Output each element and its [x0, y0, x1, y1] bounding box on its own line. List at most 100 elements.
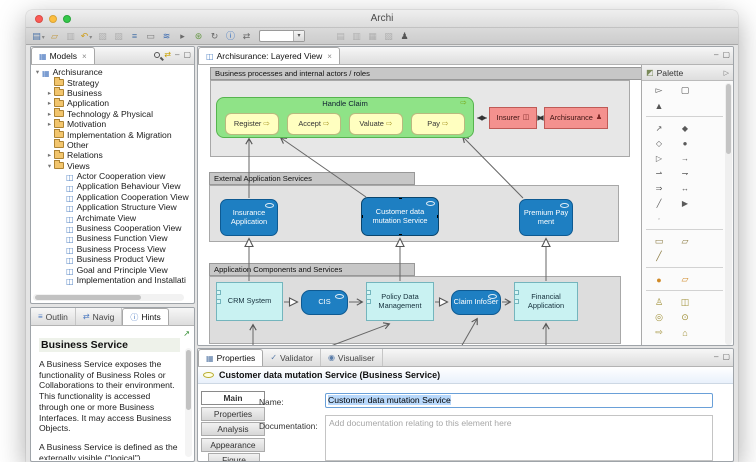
palette-divider-2[interactable]	[646, 229, 723, 234]
copy-button[interactable]: ▨	[114, 30, 123, 41]
tab-visualiser[interactable]: ◉ Visualiser	[321, 349, 383, 366]
select-mode-button[interactable]: ▸	[180, 30, 185, 41]
group-tool[interactable]: ▱	[681, 236, 689, 246]
align-button[interactable]: ▦	[368, 30, 377, 41]
business-interaction-tool[interactable]: ◑	[646, 340, 672, 346]
refresh-button[interactable]: ↻	[210, 30, 219, 41]
zoom-out-button[interactable]: ▥	[352, 30, 361, 41]
select-tool[interactable]: ▻	[655, 85, 663, 95]
node-premium-payment[interactable]: Premium Payment	[519, 199, 573, 236]
tree-item-business-cooperation-view[interactable]: Business Cooperation View	[33, 223, 194, 233]
connection-tool[interactable]: ╱	[656, 251, 662, 261]
business-event-tool[interactable]: ◖	[672, 340, 698, 346]
sync-editor-button[interactable]: ⇄	[242, 30, 251, 41]
documentation-input[interactable]	[325, 415, 713, 461]
node-pay[interactable]: Pay⇨	[411, 113, 465, 135]
tree-item-views[interactable]: Views	[33, 160, 194, 171]
aggregation-relation[interactable]: ◇	[655, 139, 663, 148]
chevron-down-icon[interactable]: ▾	[293, 31, 304, 41]
serving-relation[interactable]: →	[681, 154, 689, 163]
tree-item-application[interactable]: Application	[33, 97, 194, 108]
collapse-tree-button[interactable]: ≡	[131, 30, 138, 41]
business-interface-tool[interactable]: ⊙	[681, 312, 689, 322]
tree-item-application-cooperation-view[interactable]: Application Cooperation View	[33, 192, 194, 202]
expander-icon[interactable]	[45, 162, 54, 170]
tree-item-application-structure-view[interactable]: Application Structure View	[33, 202, 194, 212]
maximize-panel-icon[interactable]: ▢	[722, 352, 730, 361]
marquee-tool[interactable]: ▢	[680, 85, 690, 95]
info-button[interactable]: ⓘ	[225, 30, 235, 41]
node-valuate[interactable]: Valuate⇨	[349, 113, 403, 135]
name-input[interactable]: Customer data mutation Service	[325, 393, 713, 408]
flow-relation[interactable]: ↔	[681, 184, 689, 193]
node-policy-data-management[interactable]: Policy Data Management	[366, 282, 434, 321]
undo-button[interactable]: ↶	[80, 30, 93, 43]
subtab-analysis[interactable]: Analysis	[201, 422, 265, 436]
close-icon[interactable]: ×	[81, 51, 87, 61]
expander-icon[interactable]	[45, 99, 54, 107]
node-cis[interactable]: CIS	[301, 290, 348, 315]
grouping-tool[interactable]: ▱	[681, 274, 689, 284]
palette-divider-4[interactable]	[646, 290, 723, 295]
zoom-combo[interactable]: ▾	[259, 30, 305, 42]
assignment-relation[interactable]: ●	[682, 139, 688, 148]
maximize-panel-icon[interactable]: ▢	[183, 50, 191, 59]
access-relation[interactable]: ⇀	[655, 169, 663, 178]
node-insurance-application[interactable]: Insurance Application	[220, 199, 278, 236]
minimize-window-button[interactable]	[49, 15, 57, 23]
junction-or-tool[interactable]: ∙	[657, 214, 661, 223]
node-claim-infoservice[interactable]: Claim InfoSer	[451, 290, 501, 315]
tree-item-information-structure-view[interactable]: Information Structure View	[33, 285, 194, 287]
subtab-appearance[interactable]: Appearance	[201, 437, 265, 452]
junction-tool[interactable]: ●	[656, 274, 662, 285]
expander-icon[interactable]	[45, 120, 54, 128]
new-model-button[interactable]: ▤	[32, 30, 45, 43]
close-icon[interactable]: ×	[327, 51, 332, 61]
group-external-header[interactable]: External Application Services	[209, 172, 415, 185]
tab-models[interactable]: ▦ Models ×	[31, 47, 95, 64]
tree-item-technology[interactable]: Technology & Physical	[33, 108, 194, 119]
vertical-scrollbar[interactable]	[185, 348, 192, 457]
horizontal-scrollbar[interactable]	[33, 294, 184, 301]
palette-scrollbar[interactable]	[725, 83, 732, 345]
format-painter-tool[interactable]: ▲	[654, 100, 664, 111]
new-view-button[interactable]: ▭	[146, 30, 155, 41]
tree-item-business[interactable]: Business	[33, 87, 194, 98]
tree-item-business-process-view[interactable]: Business Process View	[33, 244, 194, 254]
tab-hints[interactable]: ⓘ Hints	[122, 308, 169, 325]
open-model-button[interactable]: ▱	[51, 30, 58, 41]
triggering-relation[interactable]: ⇒	[655, 184, 663, 193]
node-accept[interactable]: Accept⇨	[287, 113, 341, 135]
zoom-window-button[interactable]	[63, 15, 71, 23]
influence-relation[interactable]: ⇁	[681, 169, 689, 178]
titlebar[interactable]: Archi	[26, 10, 738, 28]
expander-icon[interactable]	[33, 68, 42, 76]
junction-and-tool[interactable]: ▶	[681, 199, 689, 208]
palette-divider-1[interactable]	[646, 116, 723, 121]
realization-relation[interactable]: ▷	[655, 154, 663, 163]
node-insurer[interactable]: Insurer◫	[489, 107, 537, 129]
tree-item-relations[interactable]: Relations	[33, 149, 194, 160]
open-external-icon[interactable]: ↗	[183, 329, 190, 338]
tree-item-implementation[interactable]: Implementation & Migration	[33, 129, 194, 140]
tab-validator[interactable]: ✓ Validator	[263, 349, 321, 366]
tree-item-archimate-view[interactable]: Archimate View	[33, 212, 194, 223]
tree-item-implementation-installation[interactable]: Implementation and Installati	[33, 275, 194, 285]
tree-item-motivation[interactable]: Motivation	[33, 118, 194, 129]
association-relation[interactable]: ╱	[656, 199, 662, 208]
collapse-palette-icon[interactable]: ▷	[723, 69, 729, 77]
business-actor-tool[interactable]: ♙	[654, 297, 664, 307]
tab-outline[interactable]: ≡ Outlin	[31, 308, 76, 325]
subtab-properties[interactable]: Properties	[201, 406, 265, 421]
tree-item-application-behaviour-view[interactable]: Application Behaviour View	[33, 181, 194, 191]
link-editor-icon[interactable]: ⇄	[164, 50, 171, 59]
tab-properties[interactable]: ▦ Properties	[198, 349, 264, 366]
diagram-canvas[interactable]: Business processes and internal actors /…	[198, 65, 643, 345]
tree-item-actor-cooperation-view[interactable]: Actor Cooperation view	[33, 171, 194, 181]
group-business-header[interactable]: Business processes and internal actors /…	[210, 67, 642, 80]
palette-divider-3[interactable]	[646, 267, 723, 272]
business-collaboration-tool[interactable]: ◎	[655, 312, 663, 322]
tree-item-goal-principle-view[interactable]: Goal and Principle View	[33, 264, 194, 275]
expander-icon[interactable]	[45, 89, 54, 97]
tree-item-other[interactable]: Other	[33, 139, 194, 150]
